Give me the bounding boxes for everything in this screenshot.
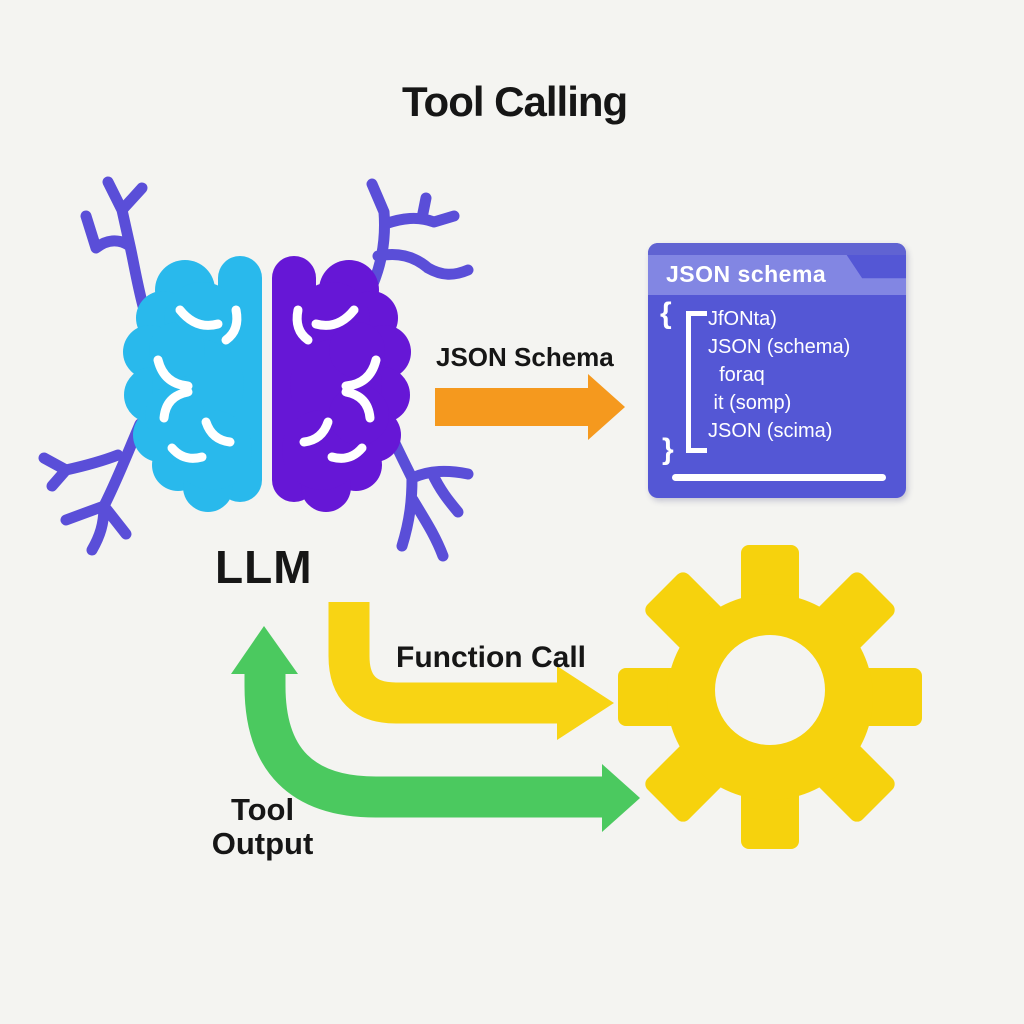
tool-output-arrow-icon: [231, 626, 640, 832]
gear-hole: [715, 635, 825, 745]
panel-title: JSON schema: [666, 261, 827, 287]
code-line: JfONta): [708, 308, 777, 330]
function-call-arrow-icon: [328, 602, 614, 740]
json-schema-arrow-icon: [435, 374, 625, 440]
code-line: foraq: [708, 364, 765, 386]
gear-icon: [618, 545, 922, 849]
tool-output-label-line2: Output: [211, 826, 314, 861]
open-brace-glyph: {: [660, 297, 672, 330]
tool-output-label-line1: Tool: [230, 792, 295, 827]
brain-icon: [38, 176, 474, 562]
neuron-dendrites-icon: [38, 176, 474, 562]
code-line: JSON (schema): [708, 336, 851, 358]
schema-code-block: JfONta) JSON (schema) foraq it (somp) JS…: [708, 305, 850, 445]
close-brace-glyph: }: [662, 433, 674, 466]
function-call-arrow-label: Function Call: [396, 641, 586, 674]
page-title: Tool Calling: [402, 78, 628, 125]
code-line: it (somp): [708, 392, 792, 414]
brain-right-hemisphere: [272, 256, 411, 512]
tool-output-arrow-label: Tool Output: [185, 793, 340, 861]
json-schema-arrow-label: JSON Schema: [436, 342, 614, 372]
brain-folds: [153, 305, 381, 463]
bracket-glyph: [686, 311, 707, 453]
llm-label: LLM: [215, 541, 313, 593]
code-line: JSON (scima): [708, 420, 833, 442]
panel-underline: [672, 474, 886, 481]
panel-top-strip: [648, 243, 906, 255]
json-schema-panel: JSON schema { } JfONta) JSON (schema) fo…: [648, 243, 906, 498]
brain-left-hemisphere: [123, 256, 262, 512]
